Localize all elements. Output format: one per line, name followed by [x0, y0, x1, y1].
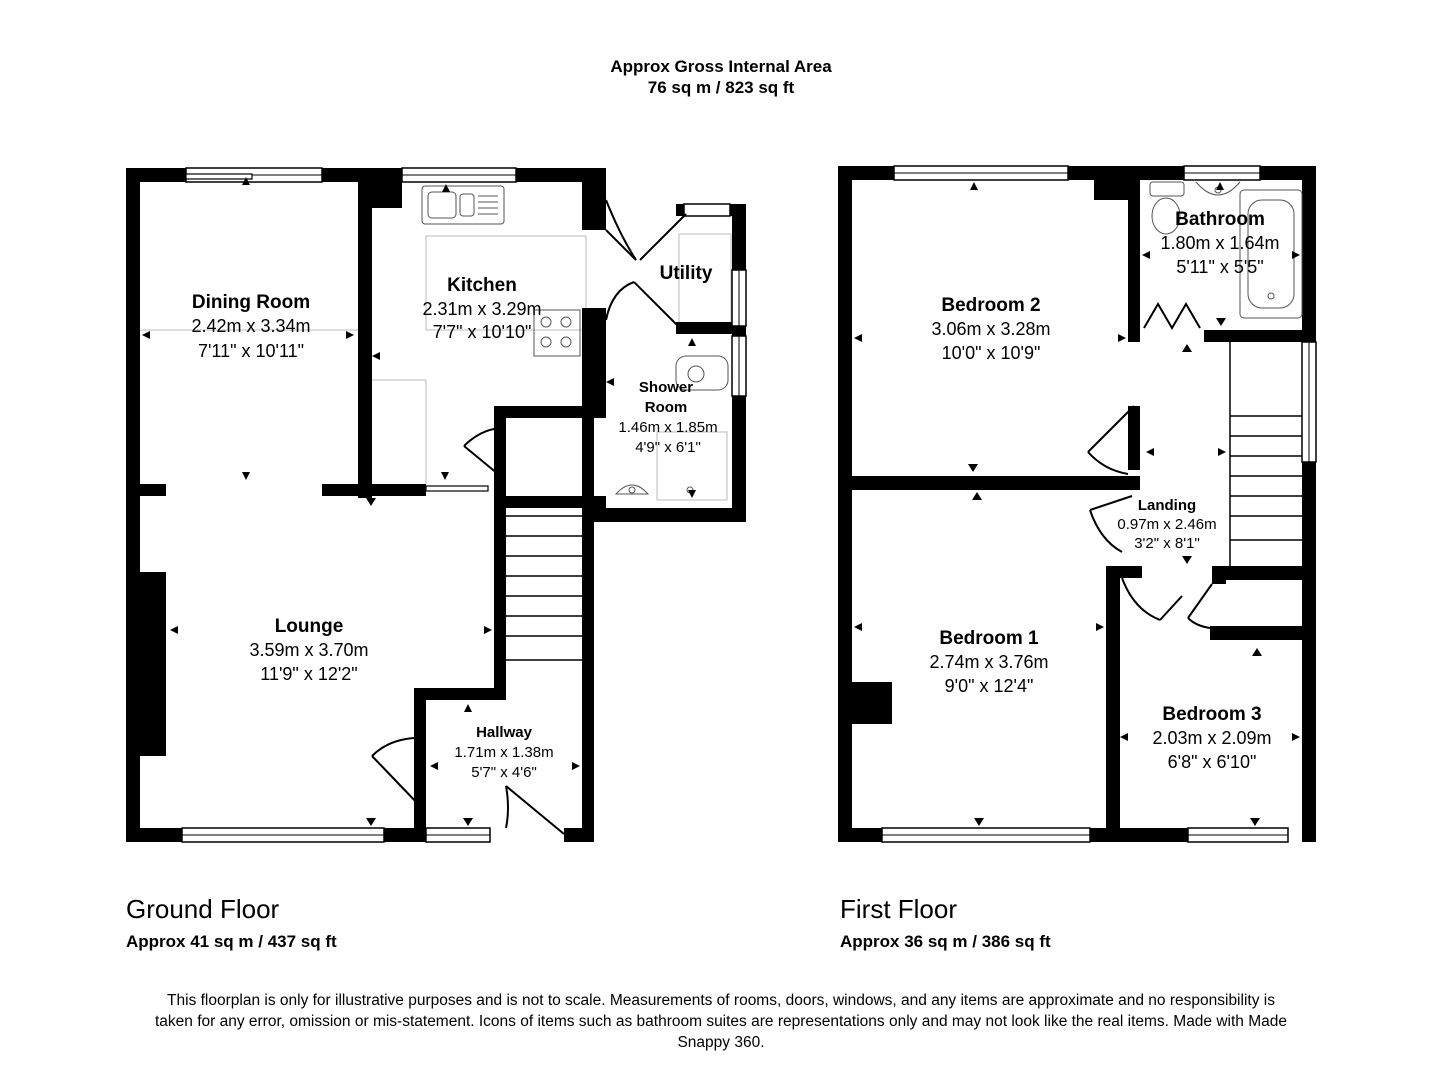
bedroom-2-imperial: 10'0" x 10'9"	[942, 343, 1041, 363]
bedroom-3-metric: 2.03m x 2.09m	[1152, 728, 1271, 748]
first-floor-dimension-markers	[854, 182, 1300, 826]
bedroom-2-metric: 3.06m x 3.28m	[931, 319, 1050, 339]
ground-floor-title: Ground Floor	[126, 894, 280, 924]
lounge-imperial: 11'9" x 12'2"	[260, 664, 357, 684]
first-floor-window-lines	[882, 172, 1310, 836]
first-floor-plan: Bedroom 2 3.06m x 3.28m 10'0" x 10'9" Ba…	[838, 165, 1317, 843]
ground-floor-stairs	[506, 515, 582, 661]
gross-area-value: 76 sq m / 823 sq ft	[647, 78, 795, 97]
landing-imperial: 3'2" x 8'1"	[1134, 535, 1200, 552]
ground-floor-dimension-markers	[142, 177, 696, 826]
kitchen-label: Kitchen	[447, 275, 517, 296]
lounge-label: Lounge	[275, 616, 344, 637]
utility-label: Utility	[660, 263, 713, 284]
disclaimer-text: This floorplan is only for illustrative …	[154, 992, 1287, 1051]
dining-room-label: Dining Room	[192, 292, 310, 313]
hallway-imperial: 5'7" x 4'6"	[471, 764, 537, 781]
toilet-icon	[1149, 181, 1185, 235]
bedroom-3-imperial: 6'8" x 6'10"	[1168, 752, 1257, 772]
hob-icon	[533, 309, 581, 357]
shower-room-imperial: 4'9" x 6'1"	[635, 439, 701, 456]
landing-label: Landing	[1138, 497, 1196, 514]
first-floor-title: First Floor	[840, 894, 957, 924]
first-floor-doors	[1087, 405, 1213, 629]
sink-icon	[421, 185, 505, 225]
ground-floor-area: Approx 41 sq m / 437 sq ft	[126, 932, 337, 951]
kitchen-worktops	[140, 233, 732, 501]
bathroom-imperial: 5'11" x 5'5"	[1176, 257, 1263, 277]
bedroom-3-label: Bedroom 3	[1162, 704, 1261, 725]
gross-area-title: Approx Gross Internal Area	[610, 57, 832, 76]
lounge-metric: 3.59m x 3.70m	[249, 640, 368, 660]
shower-fittings	[614, 355, 729, 495]
bathroom-metric: 1.80m x 1.64m	[1160, 233, 1279, 253]
dining-room-metric: 2.42m x 3.34m	[191, 316, 310, 336]
kitchen-metric: 2.31m x 3.29m	[422, 299, 541, 319]
first-floor-stairs	[1229, 342, 1302, 566]
first-floor-area: Approx 36 sq m / 386 sq ft	[840, 932, 1051, 951]
bedroom-1-imperial: 9'0" x 12'4"	[945, 676, 1034, 696]
shower-room-label-line2: Room	[645, 399, 688, 416]
shower-room-metric: 1.46m x 1.85m	[618, 419, 717, 436]
ground-floor-walls	[126, 168, 746, 842]
bedroom-1-metric: 2.74m x 3.76m	[929, 652, 1048, 672]
bedroom-1-label: Bedroom 1	[939, 628, 1039, 649]
window-lines	[182, 174, 740, 836]
ground-floor-doors	[371, 199, 687, 835]
bedroom-2-label: Bedroom 2	[941, 295, 1040, 316]
bathroom-label: Bathroom	[1175, 209, 1265, 230]
landing-metric: 0.97m x 2.46m	[1117, 516, 1216, 533]
hallway-metric: 1.71m x 1.38m	[454, 744, 553, 761]
hallway-label: Hallway	[476, 724, 533, 741]
sliding-doors	[185, 173, 489, 492]
first-floor-walls	[838, 166, 1316, 842]
shower-room-label-line1: Shower	[639, 379, 693, 396]
kitchen-imperial: 7'7" x 10'10"	[433, 322, 532, 342]
bifold-door	[1143, 302, 1201, 330]
dining-room-imperial: 7'11" x 10'11"	[198, 341, 304, 361]
ground-floor-plan: Dining Room 2.42m x 3.34m 7'11" x 10'11"…	[126, 167, 747, 843]
